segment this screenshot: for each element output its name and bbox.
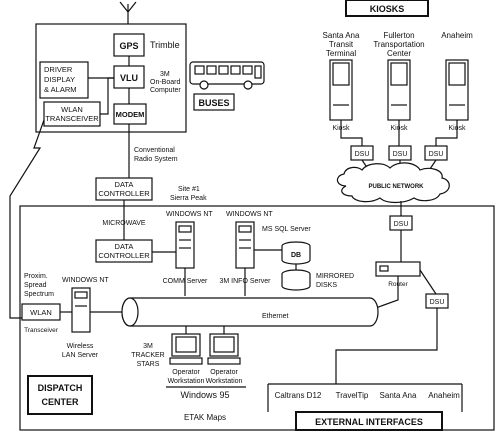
- onboard-line-3: Computer: [150, 87, 181, 94]
- radio-line-1: Conventional: [134, 147, 175, 154]
- data-controller-inner-line-2: CONTROLLER: [98, 251, 150, 260]
- external-interfaces-title: EXTERNAL INTERFACES: [315, 417, 423, 427]
- operator2-line-1: Operator: [210, 369, 238, 376]
- site-line-1: Site #1: [178, 186, 200, 193]
- external-item-1: Caltrans D12: [275, 391, 322, 400]
- tracker-line-1: 3M: [143, 343, 153, 350]
- radio-line-2: Radio System: [134, 156, 178, 163]
- kiosk-1-dsu: DSU: [355, 151, 370, 158]
- data-controller-inner-line-1: DATA: [115, 242, 134, 251]
- operator1-line-2: Workstation: [168, 378, 205, 385]
- comm-os-label: WINDOWS NT: [166, 211, 213, 218]
- comm-server-icon: [175, 221, 195, 269]
- kiosk-site-2-line-3: Center: [387, 49, 411, 58]
- antenna-icon: [119, 1, 137, 24]
- external-item-4: Anaheim: [428, 391, 460, 400]
- wireless-server-line-2: LAN Server: [62, 352, 99, 359]
- db-icon: [281, 241, 311, 265]
- mirrored-line-1: MIRRORED: [316, 273, 354, 280]
- trimble-label: Trimble: [150, 40, 180, 50]
- driver-display-line-2: DISPLAY: [44, 75, 75, 84]
- info-os-label: WINDOWS NT: [226, 211, 273, 218]
- kiosk-2-icon: [387, 59, 411, 121]
- kiosk-3-icon: [445, 59, 469, 121]
- onboard-line-1: 3M: [160, 71, 170, 78]
- cloud-icon: [336, 162, 450, 204]
- bus-windows: [194, 65, 262, 79]
- kiosk-site-1-line-1: Santa Ana: [323, 31, 360, 40]
- dsu-main-label: DSU: [394, 221, 409, 228]
- data-controller-top-line-2: CONTROLLER: [98, 189, 150, 198]
- db-label: DB: [291, 252, 301, 259]
- kiosk-site-1-line-3: Terminal: [326, 49, 356, 58]
- driver-display-box: [39, 61, 89, 99]
- bus-onboard-unit: GPS Trimble VLU 3M On-Board Computer DRI…: [35, 1, 187, 133]
- proxim-line-1: Proxim.: [24, 273, 48, 280]
- buses-label: BUSES: [198, 98, 229, 108]
- external-item-3: Santa Ana: [380, 391, 417, 400]
- wlan-transceiver-line-1: WLAN: [61, 105, 83, 114]
- wireless-server-icon: [71, 287, 91, 333]
- modem-label: MODEM: [116, 110, 145, 119]
- ethernet-label: Ethernet: [262, 313, 289, 320]
- kiosk-1-icon: [329, 59, 353, 121]
- operator-workstation-2-icon: [207, 333, 241, 365]
- operator2-line-2: Workstation: [206, 378, 243, 385]
- vlu-label: VLU: [120, 73, 138, 83]
- wireless-link: [9, 119, 45, 319]
- kiosks-title: KIOSKS: [370, 4, 405, 14]
- wireless-server-line-1: Wireless: [67, 343, 94, 350]
- proxim-line-2: Spread: [24, 282, 47, 289]
- dispatch-line-1: DISPATCH: [38, 383, 83, 393]
- buses-label-box: [193, 93, 235, 111]
- windows95-label: Windows 95: [180, 390, 229, 400]
- etak-label: ETAK Maps: [184, 413, 226, 422]
- kiosk-2-dsu: DSU: [393, 151, 408, 158]
- external-interfaces: Caltrans D12 TravelTip Santa Ana Anaheim…: [267, 383, 463, 431]
- wireless-os-label: WINDOWS NT: [62, 277, 109, 284]
- microwave-label: MICROWAVE: [102, 220, 145, 227]
- driver-display-line-1: DRIVER: [44, 65, 73, 74]
- site-line-2: Sierra Peak: [170, 195, 207, 202]
- driver-display-line-3: & ALARM: [44, 85, 77, 94]
- dispatch-center-box: [27, 375, 93, 415]
- wlan-label: WLAN: [30, 308, 52, 317]
- kiosk-site-3-line-1: Anaheim: [441, 31, 473, 40]
- tracker-line-2: TRACKER: [131, 352, 164, 359]
- kiosks-title-box: [345, 0, 429, 17]
- wlan-transceiver-line-2: TRANSCEIVER: [45, 114, 99, 123]
- modem-box: [113, 103, 147, 125]
- mirrored-line-2: DISKS: [316, 282, 337, 289]
- kiosk-site-2-line-1: Fullerton: [383, 31, 414, 40]
- bus-illustration: BUSES: [189, 61, 265, 111]
- gps-label: GPS: [119, 41, 138, 51]
- transceiver-label: Transceiver: [24, 327, 59, 334]
- public-network-label: PUBLIC NETWORK: [369, 184, 425, 190]
- mirrored-disks-icon: [281, 269, 311, 291]
- data-controller-top-line-1: DATA: [115, 180, 134, 189]
- router-icon: [375, 261, 421, 277]
- tracker-line-3: STARS: [137, 361, 160, 368]
- dsu-lower-label: DSU: [430, 299, 445, 306]
- info-server-icon: [235, 221, 255, 269]
- operator-workstation-1-icon: [169, 333, 203, 365]
- external-item-2: TravelTip: [336, 391, 369, 400]
- kiosk-site-1-line-2: Transit: [329, 40, 354, 49]
- ethernet-backbone: [121, 297, 379, 327]
- kiosk-3-dsu: DSU: [429, 151, 444, 158]
- dispatch-center-boundary: [19, 205, 495, 431]
- proxim-line-3: Spectrum: [24, 291, 54, 298]
- data-controller-inner-box: [95, 239, 153, 263]
- onboard-line-2: On-Board: [150, 79, 180, 86]
- external-interfaces-box: [295, 411, 443, 431]
- public-network: PUBLIC NETWORK: [336, 162, 450, 204]
- kiosks-section: KIOSKS Santa Ana Transit Terminal Kiosk …: [323, 0, 473, 173]
- ms-sql-label: MS SQL Server: [262, 226, 311, 233]
- dispatch-line-2: CENTER: [41, 397, 79, 407]
- operator1-line-1: Operator: [172, 369, 200, 376]
- kiosk-site-2-line-2: Transportation: [373, 40, 424, 49]
